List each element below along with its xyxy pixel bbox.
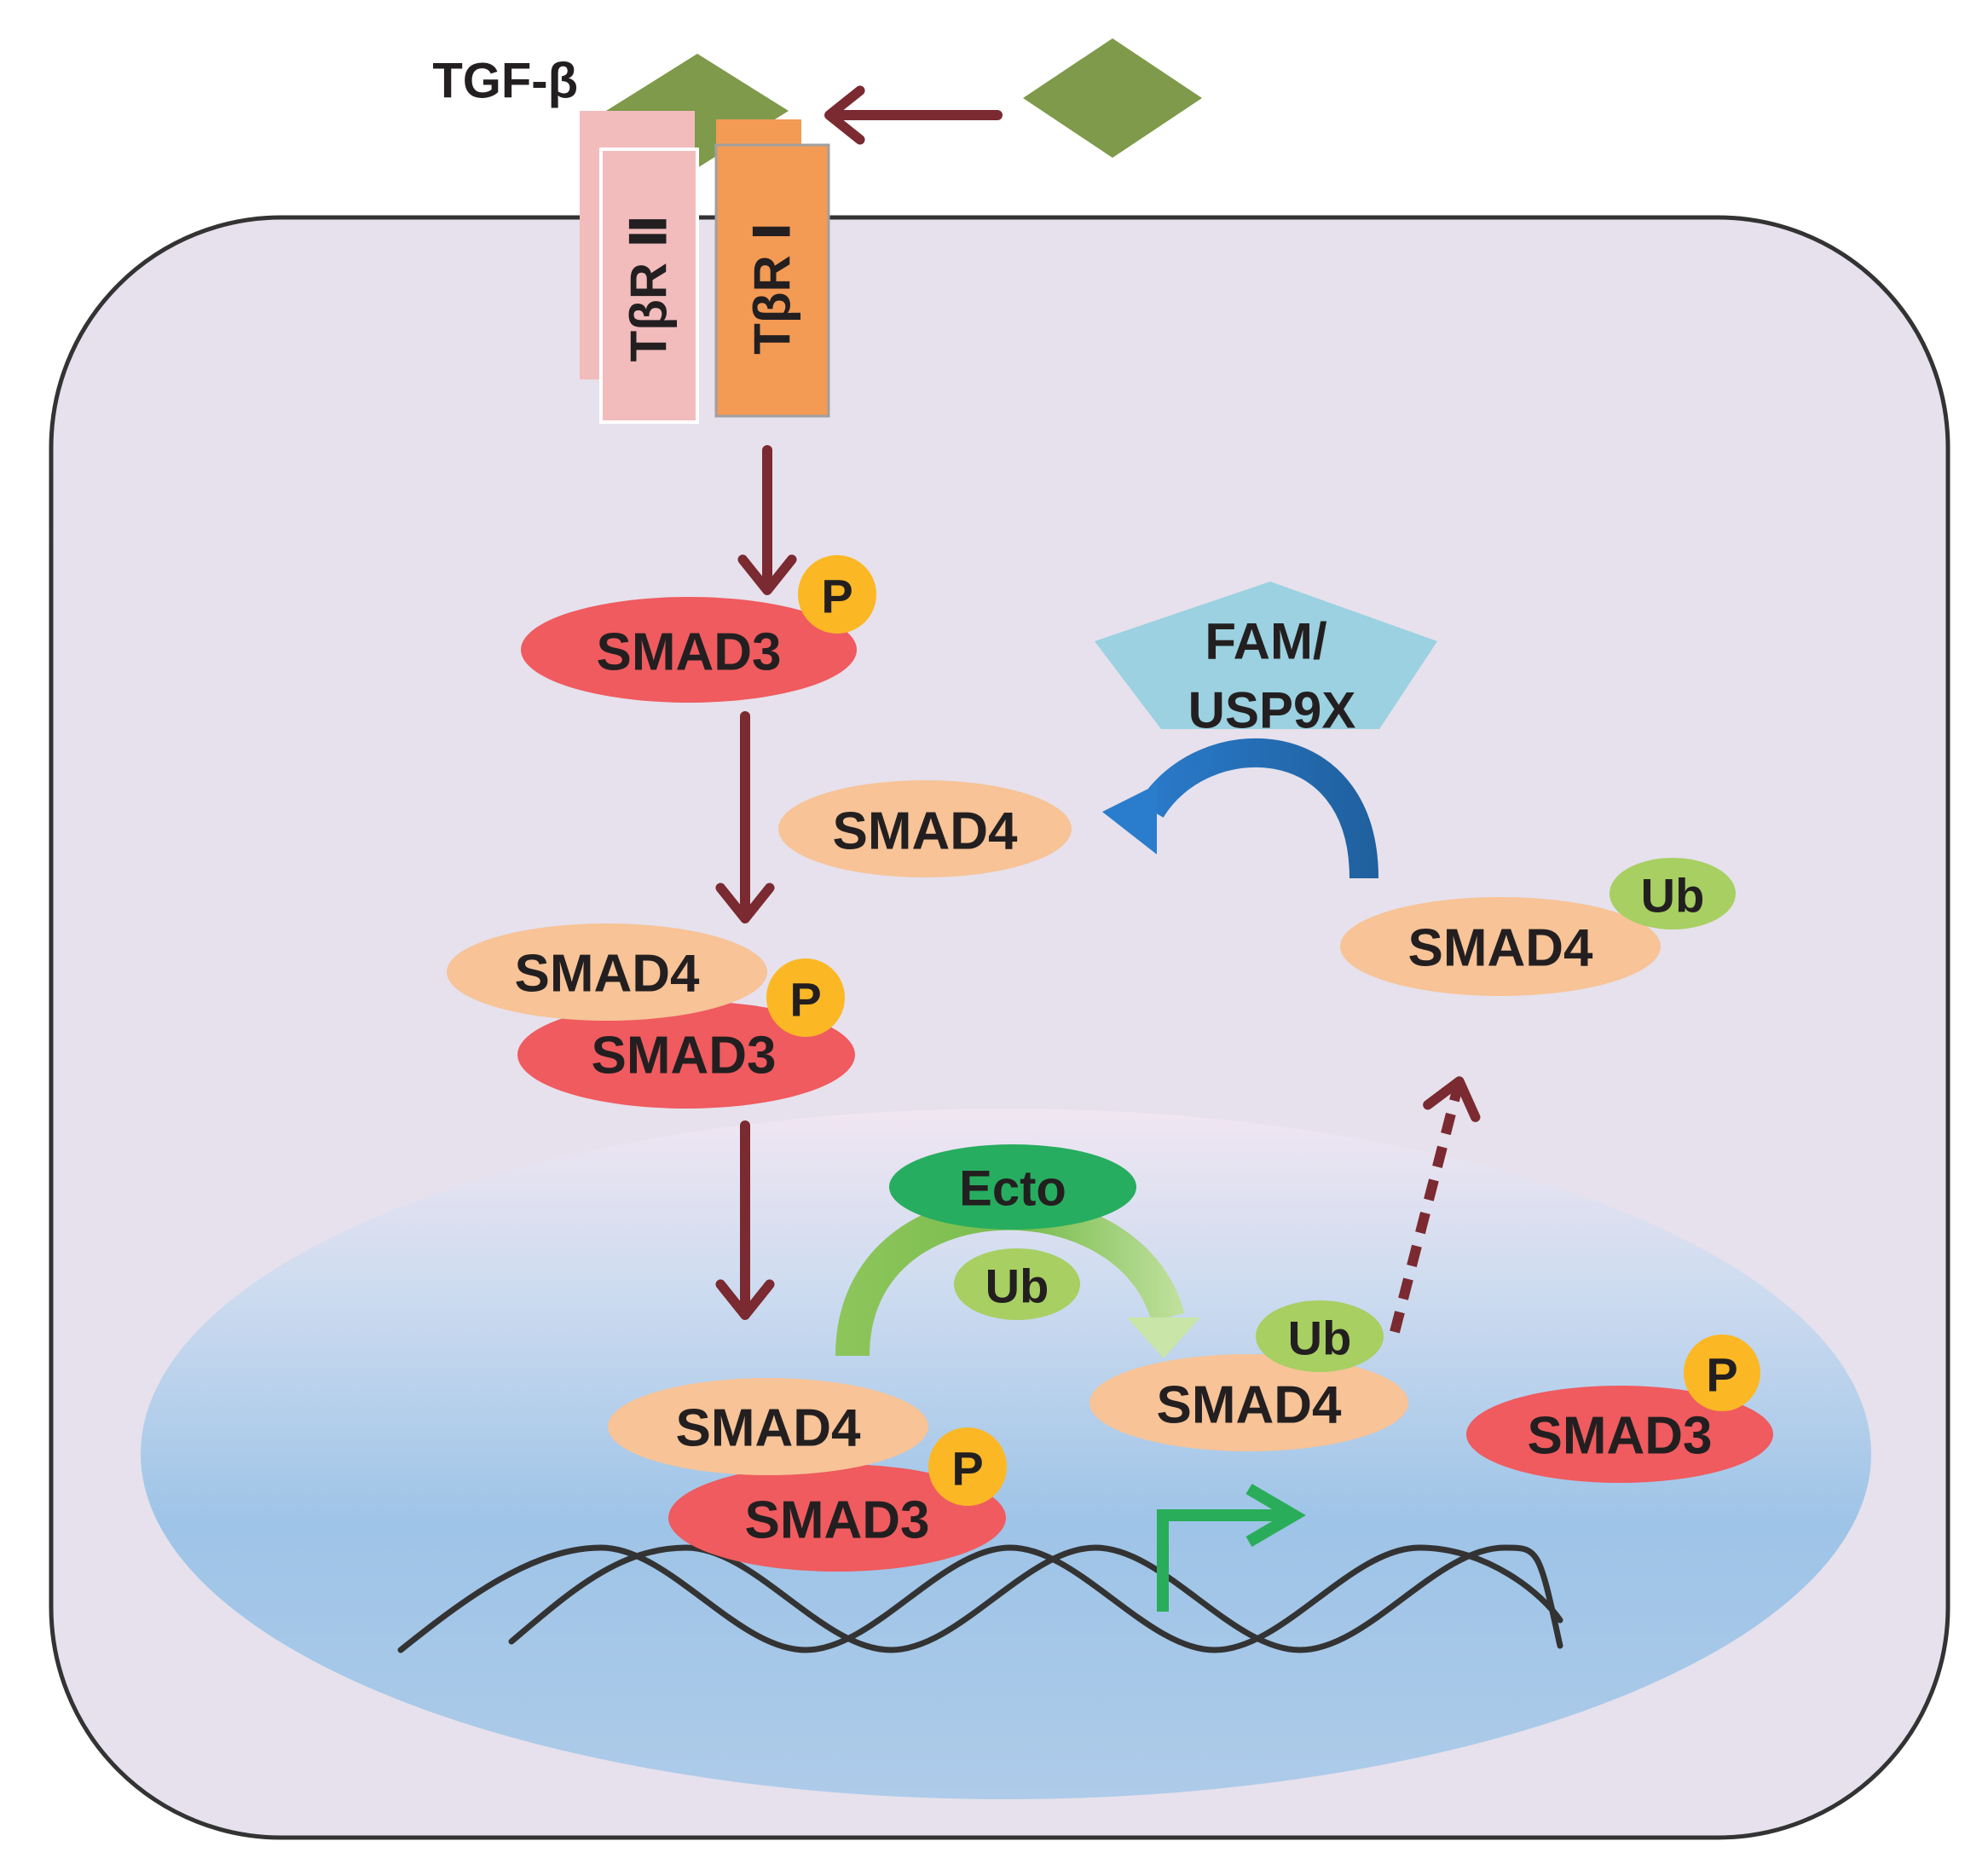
smad4-label: SMAD4 [514,945,700,1004]
smad3-label: SMAD3 [596,623,781,682]
phospho-label: P [951,1442,983,1496]
ubiquitination-arrowhead [1127,1317,1200,1358]
fam-label-line2: USP9X [1188,682,1356,739]
tgf-beta-ligand-free [1023,38,1202,158]
smad4-node [778,780,1072,877]
phospho-badge [928,1427,1007,1506]
smad3-label: SMAD3 [591,1027,776,1086]
smad3-phospho-cytoplasm: SMAD3 P [521,555,876,703]
receptor-I-label: TβR Ⅰ [744,222,801,355]
fam-label-line1: FAM/ [1205,613,1327,670]
ub-label: Ub [1641,869,1705,923]
smad3-label: SMAD3 [1527,1407,1712,1466]
transcription-arrow-icon [1157,1483,1306,1612]
smad4-label: SMAD4 [832,802,1018,861]
fam-usp9x-node [1095,582,1437,729]
smad3-node [668,1464,1006,1572]
nucleus [141,1109,1871,1799]
smad4-ub-nucleus: SMAD4 Ub [1089,1300,1408,1451]
phospho-badge [766,958,845,1037]
smad4-free: SMAD4 [778,780,1072,877]
ub-node [954,1248,1080,1320]
phospho-label: P [789,973,821,1027]
smad4-label: SMAD4 [1407,919,1593,978]
ub-label: Ub [985,1259,1049,1313]
pathway-arrows [715,85,1481,1334]
smad4-label: SMAD4 [1156,1376,1342,1435]
phospho-label: P [1706,1348,1737,1402]
phospho-badge [1684,1334,1760,1411]
receptor-I [714,143,830,418]
smad3-node [1466,1386,1773,1483]
ub-label: Ub [1288,1311,1352,1365]
smad-complex-nucleus: SMAD4 SMAD3 P [608,1378,1007,1572]
smad3-node [517,1001,855,1109]
ecto-node [889,1144,1136,1230]
tgf-beta-label: TGF-β [432,54,578,109]
receptor-II [599,148,699,424]
smad4-node [1340,897,1661,996]
smad4-label: SMAD4 [675,1399,861,1458]
smad3-label: SMAD3 [744,1491,929,1550]
smad3-node [521,597,857,703]
smad3-phospho-nucleus: SMAD3 P [1466,1334,1773,1483]
smad-complex-cytoplasm: SMAD4 SMAD3 P [447,923,855,1109]
fam-usp9x: FAM/ USP9X [1095,582,1437,739]
deubiquitination-arrow [1102,738,1378,879]
dna-helix [397,1544,1563,1653]
smad4-ub-cytoplasm: SMAD4 Ub [1340,858,1736,996]
smad4-node [1089,1354,1408,1451]
deubiquitination-arc [1138,738,1378,879]
ecto-label: Ecto [959,1161,1066,1217]
ub-badge [1609,858,1736,929]
receptor-II-label: TβR Ⅱ [621,215,678,362]
phospho-label: P [821,570,852,623]
phospho-badge [798,555,876,634]
ectodermin-ubiquitination: Ecto Ub [835,1144,1200,1358]
smad4-node [608,1378,928,1475]
ub-badge [1256,1300,1384,1372]
deubiquitination-arrowhead [1102,784,1157,854]
nuclear-export-arrow [1390,1076,1481,1334]
smad4-node [447,923,767,1021]
